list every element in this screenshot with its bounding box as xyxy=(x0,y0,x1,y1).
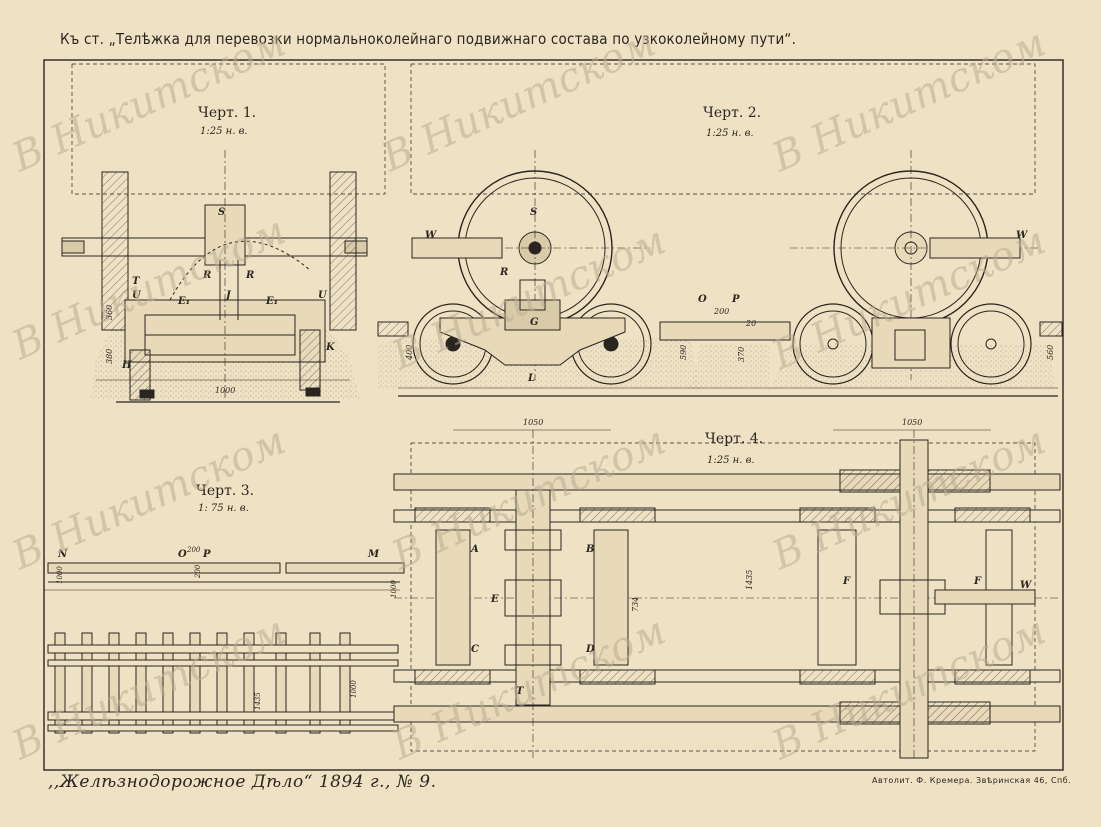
fig2-label-w-left: W xyxy=(425,230,438,241)
fig1-dim-height2: 360 xyxy=(105,305,114,320)
fig4-label-e: E xyxy=(490,594,499,605)
watermark: В Никитском xyxy=(764,20,1052,182)
plate-header-title: Къ ст. „Телѣжка для перевозки нормальнок… xyxy=(60,30,797,48)
fig2-label-p: P xyxy=(731,294,740,305)
fig2-label-o: O xyxy=(698,294,707,305)
fig4-plan-view xyxy=(393,430,1061,760)
fig1-label-k: K xyxy=(325,342,336,353)
fig3-track-plan xyxy=(44,562,405,734)
fig3-dim-1435: 1435 xyxy=(254,692,262,710)
fig4-dim-734: 734 xyxy=(631,597,640,612)
fig4-label-w: W xyxy=(1020,580,1033,591)
fig3-dimensions: 1000 1000 1435 1000 200 200 xyxy=(56,546,398,710)
fig2-label-l: L xyxy=(527,373,535,384)
fig3-dim-200-b: 200 xyxy=(194,564,202,579)
fig1-dimensions: 1000 380 360 xyxy=(105,305,235,395)
fig1-label-t: T xyxy=(132,276,141,287)
fig4-dim-1435: 1435 xyxy=(745,570,754,590)
fig3-dim-1000-a: 1000 xyxy=(56,566,64,584)
fig3-dim-1000-c: 1000 xyxy=(350,680,358,698)
fig1-scale: 1:25 н. в. xyxy=(200,126,248,137)
fig2-title: Черт. 2. xyxy=(703,105,761,121)
fig1-label-s: S xyxy=(218,207,225,218)
fig3-label-p: P xyxy=(202,549,211,560)
footer-journal-citation: ,,Желѣзнодорожное Дѣло“ 1894 г., № 9. xyxy=(48,772,437,792)
fig4-label-f-left: F xyxy=(842,576,851,587)
fig4-label-b: B xyxy=(585,544,594,555)
fig1-label-u2: U xyxy=(318,290,328,301)
fig1-dim-width: 1000 xyxy=(215,386,235,395)
fig2-label-g: G xyxy=(530,317,539,328)
fig2-label-r: R xyxy=(499,267,508,278)
fig3-sleepers xyxy=(54,632,351,734)
fig1-label-e1b: E₁ xyxy=(265,296,278,307)
fig2-dim-1050-left: 1050 xyxy=(523,418,543,427)
watermark: В Никитском xyxy=(374,20,662,182)
fig3-label-o: O xyxy=(178,549,187,560)
fig3-dim-1000-b: 1000 xyxy=(390,580,398,598)
fig2-labels: W S R G L O P W xyxy=(425,207,1029,384)
fig1-label-r1: R xyxy=(202,270,211,281)
fig2-dim-1050-right: 1050 xyxy=(902,418,922,427)
plate-frame xyxy=(43,59,1064,771)
fig4-label-f-right: F xyxy=(973,576,982,587)
fig4-scale: 1:25 н. в. xyxy=(707,455,755,466)
fig2-elevation-view xyxy=(377,150,1063,431)
fig3-labels: N O P M xyxy=(57,549,380,560)
fig2-title-box xyxy=(410,63,1036,195)
fig2-label-s: S xyxy=(530,207,537,218)
fig3-label-m: M xyxy=(367,549,380,560)
fig3-dim-200-a: 200 xyxy=(186,546,201,554)
fig1-labels: S R R T U E₁ J E₁ U H K xyxy=(121,207,336,371)
footer-printer-credit: Автолит. Ф. Кремера. Звѣринская 46, Спб. xyxy=(872,776,1072,785)
fig4-label-c: C xyxy=(471,644,479,655)
fig4-labels: A B C D E T F F W xyxy=(470,544,1033,697)
fig2-dim-200: 200 xyxy=(713,307,729,316)
fig1-title: Черт. 1. xyxy=(198,105,256,121)
fig2-label-w-right: W xyxy=(1016,230,1029,241)
fig4-dimensions: 1435 734 xyxy=(631,570,754,612)
fig4-title: Черт. 4. xyxy=(705,431,763,447)
fig1-label-r2: R xyxy=(245,270,254,281)
fig4-label-a: A xyxy=(470,544,479,555)
fig4-label-d: D xyxy=(585,644,595,655)
watermark: В Никитском xyxy=(4,20,292,182)
drawing-captions: Черт. 1. 1:25 н. в. Черт. 2. 1:25 н. в. … xyxy=(196,105,763,514)
fig2-dim-590: 590 xyxy=(679,345,688,360)
fig1-label-e1a: E₁ xyxy=(177,296,190,307)
fig2-dim-20: 20 xyxy=(745,319,756,328)
fig1-label-h: H xyxy=(121,360,132,371)
fig1-title-box xyxy=(71,63,386,195)
fig1-dim-height: 380 xyxy=(105,349,114,364)
fig2-dim-560: 560 xyxy=(1046,345,1055,360)
fig2-dimensions: 400 590 370 560 1050 1050 200 20 xyxy=(405,307,1055,427)
fig1-side-view xyxy=(61,150,368,403)
fig2-dim-400: 400 xyxy=(405,345,414,361)
fig3-title: Черт. 3. xyxy=(196,483,254,499)
fig3-label-n: N xyxy=(57,549,68,560)
fig3-scale: 1: 75 н. в. xyxy=(198,503,249,514)
fig1-label-j: J xyxy=(224,290,232,301)
fig1-label-u1: U xyxy=(132,290,142,301)
fig4-label-t: T xyxy=(516,686,525,697)
fig2-dim-370: 370 xyxy=(737,347,746,362)
fig2-scale: 1:25 н. в. xyxy=(706,128,754,139)
